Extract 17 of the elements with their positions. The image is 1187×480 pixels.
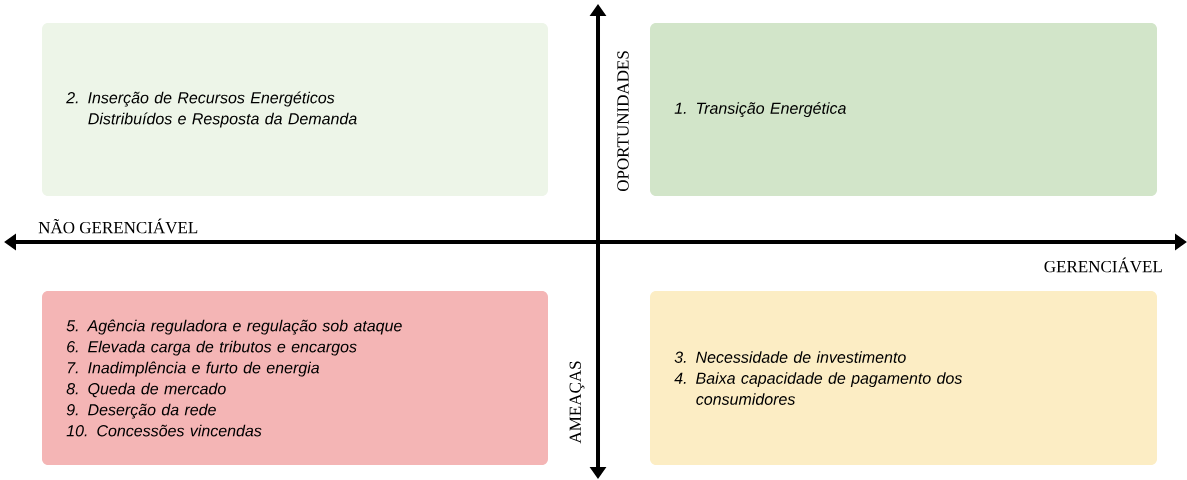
list-item: 7. Inadimplência e furto de energia: [67, 361, 320, 377]
list-item: 4. Baixa capacidade de pagamento dos consumidores: [674, 372, 962, 405]
list-item: 6. Elevada carga de tributos e encargos: [67, 340, 357, 356]
list-item: 1. Transição Energética: [674, 101, 846, 118]
list-item: 5. Agência reguladora e regulação sob ataque: [66, 319, 402, 335]
quadrant-box: [42, 291, 548, 465]
quadrant-box: [650, 291, 1157, 465]
list-item: 3. Necessidade de investimento: [674, 351, 906, 363]
quadrant-box: [650, 23, 1157, 196]
axis-label: NÃO GERENCIÁVEL: [38, 218, 198, 234]
list-item: 9. Deserção da rede: [66, 403, 216, 419]
axis-label: GERENCIÁVEL: [1044, 257, 1162, 273]
axis-label: OPORTUNIDADES: [617, 51, 629, 192]
list-item: 2. Inserção de Recursos Energéticos Distribuídos e Resposta da Demanda: [66, 91, 357, 128]
axis-label: AMEAÇAS: [569, 361, 585, 444]
list-item: 10. Concessões vincendas: [66, 424, 262, 437]
list-item: 8. Queda de mercado: [66, 382, 226, 398]
